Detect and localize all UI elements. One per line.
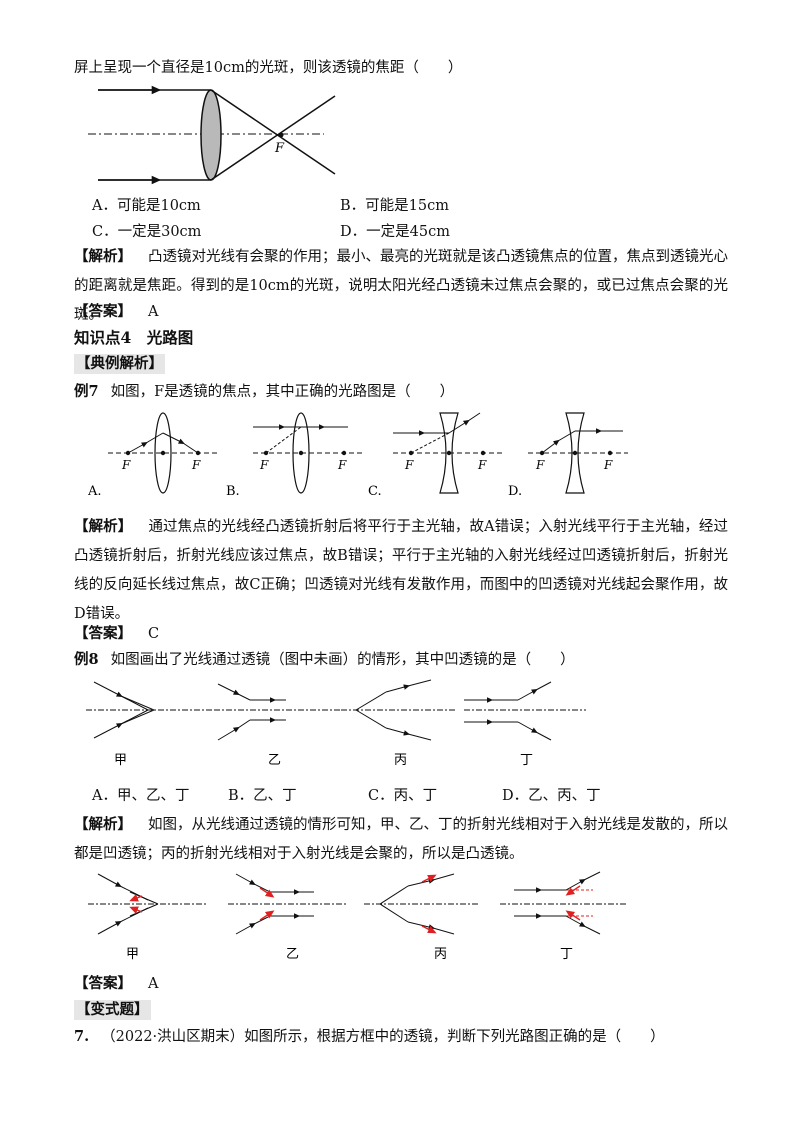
option-a: A．可能是10cm: [92, 198, 201, 214]
example-8-analysis-figures: 甲 乙 丙: [88, 871, 628, 962]
figure-c-focus-right: F: [477, 458, 487, 472]
answer-value: A: [148, 304, 159, 320]
variant-tag: 【变式题】: [74, 1000, 151, 1020]
example-8-analysis: 【解析】如图，从光线通过透镜的情形可知，甲、乙、丁的折射光线相对于入射光线是发散…: [74, 810, 728, 869]
figure-yi-label: 乙: [268, 753, 281, 768]
option-c: C．一定是30cm: [92, 224, 202, 240]
figure-bing-label: 丙: [394, 753, 407, 768]
figure-b-label: B.: [226, 484, 240, 499]
analysis-figure-ding: 丁: [500, 871, 628, 962]
figure-d-label: D.: [508, 484, 522, 499]
example-8-text: 如图画出了光线通过透镜（图中未画）的情形，其中凹透镜的是（ ）: [110, 652, 575, 668]
example-7-label: 例7: [74, 383, 99, 400]
figure-d: F F D.: [508, 412, 628, 499]
analysis-figure-yi: 乙: [228, 873, 346, 962]
question-7: 7. （2022·洪山区期末）如图所示，根据方框中的透镜，判断下列光路图正确的是（…: [74, 1027, 665, 1047]
ex8-option-d: D．乙、丙、丁: [502, 788, 601, 804]
analysis-figure-bing: 丙: [364, 873, 478, 962]
figure-a: F F A.: [88, 412, 218, 499]
variant-tag-box: 【变式题】: [74, 1000, 151, 1020]
example-7-text: 如图，F是透镜的焦点，其中正确的光路图是（ ）: [110, 384, 455, 400]
ex8-option-c: C．丙、丁: [368, 788, 438, 804]
question-7-text: （2022·洪山区期末）如图所示，根据方框中的透镜，判断下列光路图正确的是（ ）: [101, 1029, 665, 1045]
figure-jia: 甲: [86, 681, 216, 768]
figure-a-focus-right: F: [191, 458, 201, 472]
figure-b: F F B.: [226, 412, 363, 499]
analysis-text: 凸透镜对光线有会聚的作用；最小、最亮的光斑就是该凸透镜焦点的位置，焦点到透镜光心…: [74, 249, 728, 323]
figure-a-focus-left: F: [121, 458, 131, 472]
option-b: B．可能是15cm: [340, 198, 449, 214]
example-8-question: 例8 如图画出了光线通过透镜（图中未画）的情形，其中凹透镜的是（ ）: [74, 650, 575, 670]
figure-d-focus-right: F: [603, 458, 613, 472]
ex8-analysis-text: 如图，从光线通过透镜的情形可知，甲、乙、丁的折射光线相对于入射光线是发散的，所以…: [74, 817, 728, 862]
ex7-analysis-text: 通过焦点的光线经凸透镜折射后将平行于主光轴，故A错误；入射光线平行于主光轴，经过…: [74, 519, 729, 622]
analysis-figure-jia: 甲: [88, 873, 208, 962]
question-tail-text: 屏上呈现一个直径是10cm的光斑，则该透镜的焦距（ ）: [74, 60, 463, 76]
example-7-question: 例7 如图，F是透镜的焦点，其中正确的光路图是（ ）: [74, 382, 454, 402]
example-7-figures: F F A. F F B. F F C.: [88, 412, 628, 499]
example-tag: 【典例解析】: [74, 354, 165, 374]
figure-b-focus-right: F: [337, 458, 347, 472]
ex7-answer-value: C: [148, 626, 160, 642]
figure-ding: 丁: [464, 681, 586, 768]
answer-tag: 【答案】: [74, 303, 132, 320]
option-d: D．一定是45cm: [340, 224, 450, 240]
figure-c: F F C.: [368, 412, 503, 499]
figure-a-label: A.: [88, 484, 102, 499]
analysis-figure-bing-label: 丙: [434, 947, 447, 962]
ex8-option-a: A．甲、乙、丁: [92, 788, 190, 804]
ex7-answer-tag: 【答案】: [74, 625, 132, 642]
example-8-label: 例8: [74, 651, 99, 668]
example-7-analysis: 【解析】通过焦点的光线经凸透镜折射后将平行于主光轴，故A错误；入射光线平行于主光…: [74, 512, 728, 629]
ex7-analysis-tag: 【解析】: [74, 518, 133, 535]
figure-jia-label: 甲: [114, 753, 127, 768]
ex8-answer-tag: 【答案】: [74, 975, 132, 992]
ex8-option-b: B．乙、丁: [228, 788, 297, 804]
focus-label: F: [274, 141, 285, 156]
figure-c-focus-left: F: [404, 458, 414, 472]
figure-c-label: C.: [368, 484, 382, 499]
convex-lens-focus-figure: F: [88, 85, 336, 185]
question-answer: 【答案】 A: [74, 302, 158, 322]
section-heading: 知识点4 光路图: [74, 328, 194, 347]
figure-bing: 丙: [341, 679, 456, 768]
ex8-answer-value: A: [148, 976, 159, 992]
example-7-answer: 【答案】 C: [74, 624, 159, 644]
figure-d-focus-left: F: [535, 458, 545, 472]
figure-ding-label: 丁: [520, 753, 533, 768]
figure-yi: 乙: [214, 683, 344, 768]
example-tag-box: 【典例解析】: [74, 354, 165, 374]
question-analysis: 【解析】凸透镜对光线有会聚的作用；最小、最亮的光斑就是该凸透镜焦点的位置，焦点到…: [74, 242, 728, 330]
figure-b-focus-left: F: [259, 458, 269, 472]
analysis-figure-yi-label: 乙: [286, 947, 299, 962]
analysis-figure-jia-label: 甲: [126, 947, 139, 962]
example-8-answer: 【答案】 A: [74, 974, 158, 994]
analysis-figure-ding-label: 丁: [560, 947, 573, 962]
example-8-figures: 甲 乙 丙 丁: [86, 679, 586, 768]
ex8-analysis-tag: 【解析】: [74, 816, 132, 833]
analysis-tag: 【解析】: [74, 248, 132, 265]
question-7-number: 7.: [74, 1028, 90, 1045]
